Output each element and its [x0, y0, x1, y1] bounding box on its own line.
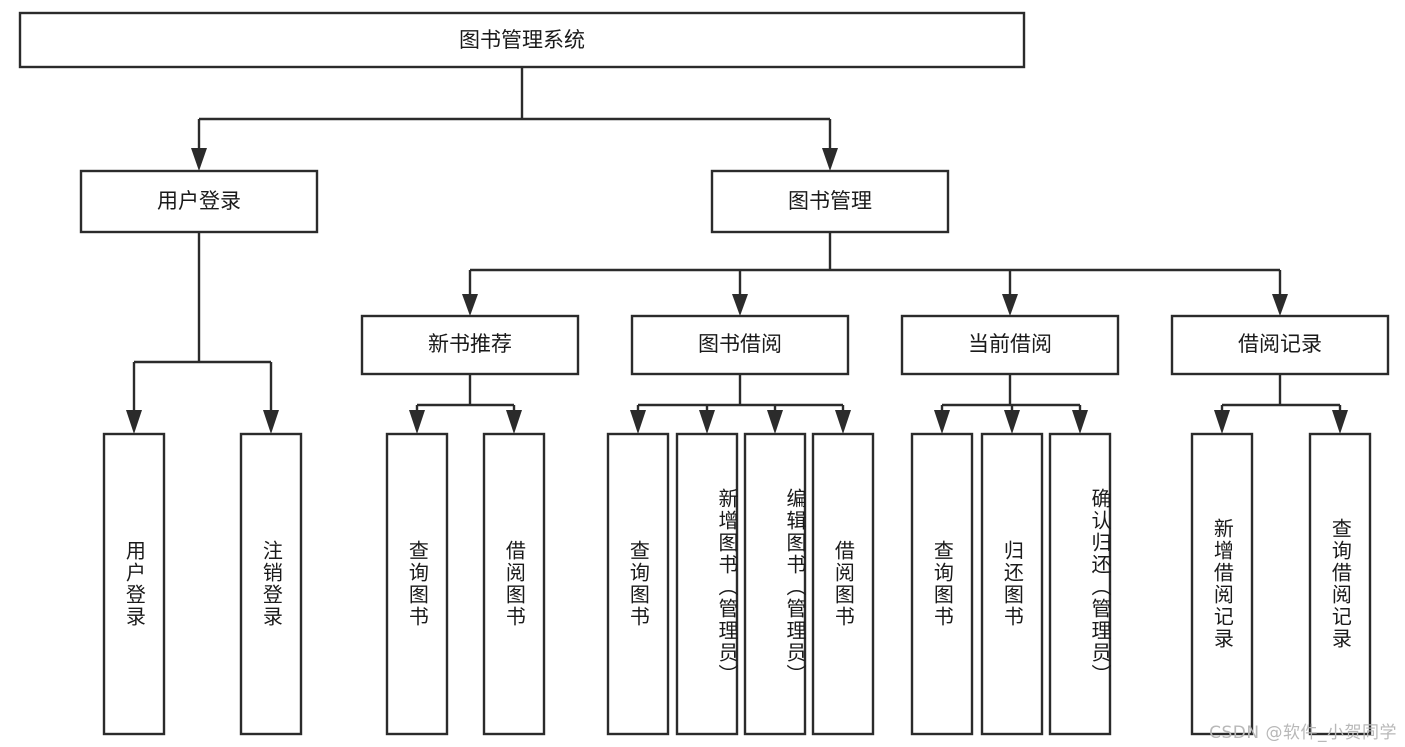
arrow-head-book-borrow — [732, 294, 748, 316]
node-borrow-record-label: 借阅记录 — [1238, 332, 1322, 356]
leaf-box-layer — [102, 432, 1372, 736]
node-new-book-recommend-label: 新书推荐 — [428, 332, 512, 356]
node-current-borrow-box[interactable] — [900, 314, 1120, 376]
arrow-head-br-leaf2 — [1332, 410, 1348, 434]
arrow-head-nbr-leaf1 — [409, 410, 425, 434]
leaf-box-user-login[interactable] — [102, 432, 166, 736]
node-new-book-recommend-box[interactable] — [360, 314, 580, 376]
arrow-head-bb-leaf2 — [699, 410, 715, 434]
arrow-head-to-book-mgmt — [822, 148, 838, 171]
node-book-management[interactable]: 图书管理 — [710, 169, 950, 234]
arrow-head-nbr-leaf2 — [506, 410, 522, 434]
leaf-box-br-add-record[interactable] — [1190, 432, 1254, 736]
leaf-box-cb-confirm-return[interactable] — [1048, 432, 1112, 736]
arrow-head-borrow-record — [1272, 294, 1288, 316]
arrow-head-bb-leaf3 — [767, 410, 783, 434]
arrow-head-cb-leaf2 — [1004, 410, 1020, 434]
arrow-head-leaf-logout-login — [263, 410, 279, 434]
leaf-box-logout-login[interactable] — [239, 432, 303, 736]
arrow-head-current-borrow — [1002, 294, 1018, 316]
leaf-box-bb-add-book[interactable] — [675, 432, 739, 736]
leaf-box-bb-query-book[interactable] — [606, 432, 670, 736]
node-new-book-recommend[interactable]: 新书推荐 — [360, 314, 580, 376]
leaf-box-nbr-borrow-book[interactable] — [482, 432, 546, 736]
leaf-box-cb-return-book[interactable] — [980, 432, 1044, 736]
leaf-box-cb-query-book[interactable] — [910, 432, 974, 736]
leaf-box-bb-edit-book[interactable] — [743, 432, 807, 736]
node-user-login[interactable]: 用户登录 — [79, 169, 319, 234]
arrow-head-bb-leaf1 — [630, 410, 646, 434]
leaf-box-nbr-query-book[interactable] — [385, 432, 449, 736]
arrow-head-cb-leaf1 — [934, 410, 950, 434]
node-book-management-label: 图书管理 — [788, 189, 872, 213]
node-root-label: 图书管理系统 — [459, 28, 585, 52]
connector-layer — [126, 67, 1348, 434]
leaf-box-bb-borrow-book[interactable] — [811, 432, 875, 736]
node-root[interactable]: 图书管理系统 — [18, 11, 1026, 69]
arrow-head-br-leaf1 — [1214, 410, 1230, 434]
arrow-head-to-user-login — [191, 148, 207, 171]
node-book-borrow[interactable]: 图书借阅 — [630, 314, 850, 376]
node-current-borrow[interactable]: 当前借阅 — [900, 314, 1120, 376]
node-user-login-label: 用户登录 — [157, 189, 241, 213]
node-borrow-record-box[interactable] — [1170, 314, 1390, 376]
node-book-management-box[interactable] — [710, 169, 950, 234]
arrow-head-bb-leaf4 — [835, 410, 851, 434]
node-book-borrow-label: 图书借阅 — [698, 332, 782, 356]
node-root-box[interactable] — [18, 11, 1026, 69]
node-current-borrow-label: 当前借阅 — [968, 332, 1052, 356]
arrow-head-new-book-rec — [462, 294, 478, 316]
arrow-head-cb-leaf3 — [1072, 410, 1088, 434]
node-book-borrow-box[interactable] — [630, 314, 850, 376]
node-user-login-box[interactable] — [79, 169, 319, 234]
node-borrow-record[interactable]: 借阅记录 — [1170, 314, 1390, 376]
csdn-watermark: CSDN @软件_小贺同学 — [1209, 723, 1397, 743]
leaf-box-br-query-record[interactable] — [1308, 432, 1372, 736]
arrow-head-leaf-user-login — [126, 410, 142, 434]
